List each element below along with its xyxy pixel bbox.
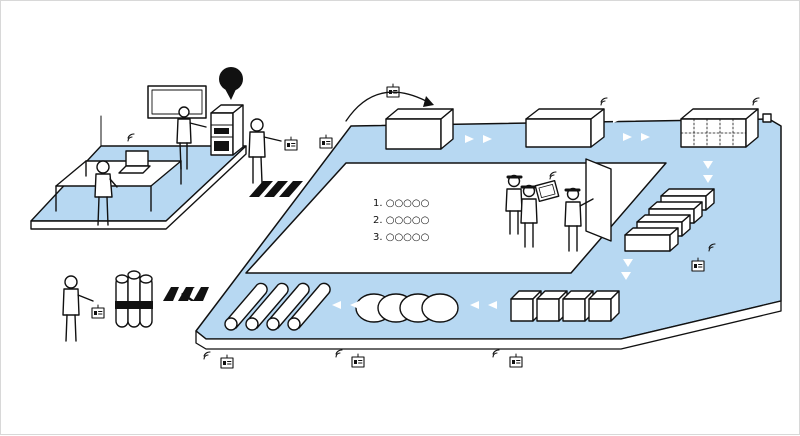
- id-badge-icon: [386, 83, 400, 98]
- product-boxes-bottom: [510, 290, 620, 322]
- laptop: [118, 150, 151, 174]
- wifi-signal-icon: [127, 133, 135, 142]
- wifi-signal-icon: [752, 97, 760, 106]
- list-item-3: 3. ○○○○○: [373, 232, 429, 243]
- wifi-signal-icon: [203, 351, 211, 360]
- product-discs: [355, 293, 459, 323]
- stacked-boxes: [624, 188, 715, 252]
- team-member-1: [505, 174, 523, 235]
- team-member-2: [520, 184, 538, 248]
- id-badge-icon: [509, 353, 523, 368]
- server-cabinet: [210, 104, 244, 156]
- whiteboard-panel: [585, 158, 612, 242]
- id-badge-icon: [351, 353, 365, 368]
- conveyor-arrow-icon: [621, 161, 713, 280]
- id-badge-icon: [319, 134, 333, 149]
- product-box-1: [385, 108, 454, 150]
- list-item-2: 2. ○○○○○: [373, 215, 429, 226]
- product-cylinders: [224, 282, 331, 331]
- board-list: 1. ○○○○○ 2. ○○○○○ 3. ○○○○○: [373, 198, 429, 243]
- conveyor-floor-edge: [195, 300, 782, 350]
- wifi-signal-icon: [492, 349, 500, 358]
- transfer-arc-arrow: [345, 91, 427, 122]
- finished-bundle: [115, 270, 153, 328]
- stripe-arrow-icon: [249, 181, 303, 197]
- packed-pallet: [680, 108, 759, 148]
- speech-bubble-icon: [219, 67, 243, 100]
- product-box-2: [525, 108, 605, 148]
- wall-screen: [147, 85, 207, 119]
- person-badge-scanner-bottom: [62, 275, 94, 342]
- person-badge-scanner-top: [248, 118, 282, 184]
- list-item-1: 1. ○○○○○: [373, 198, 429, 209]
- stripe-arrow-icon: [163, 287, 209, 301]
- conveyor-arrow-icon: [332, 301, 497, 309]
- team-member-3: [564, 187, 594, 252]
- id-badge-icon: [284, 136, 298, 151]
- wifi-signal-icon: [335, 349, 343, 358]
- corner-sensor: [762, 113, 772, 123]
- id-badge-icon: [91, 304, 105, 319]
- person-presenter: [176, 106, 207, 170]
- office-platform: [30, 67, 247, 230]
- tablet-device: [534, 179, 560, 203]
- inner-work-area: [245, 162, 667, 274]
- person-desk-worker: [94, 160, 118, 226]
- id-badge-icon: [220, 354, 234, 369]
- office-desk: [55, 160, 182, 212]
- wifi-signal-icon: [600, 97, 608, 106]
